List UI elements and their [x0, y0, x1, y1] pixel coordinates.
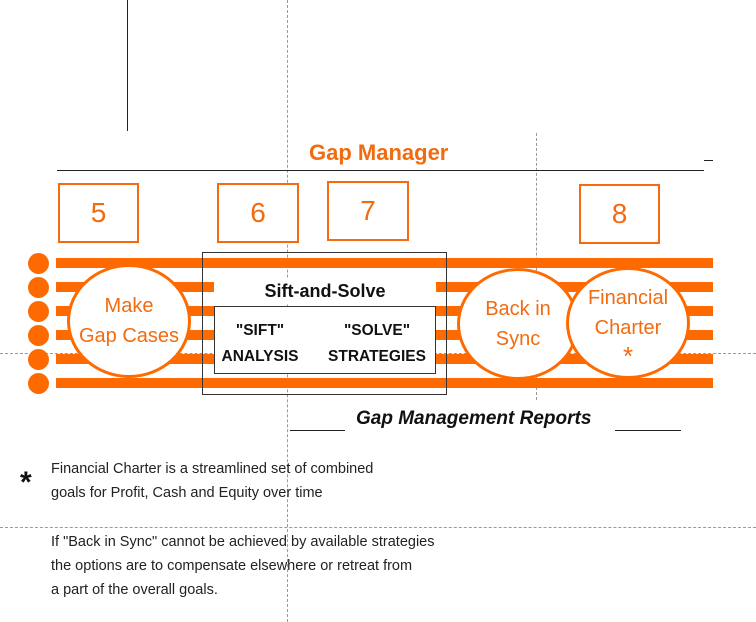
solve-label-line: STRATEGIES [328, 348, 426, 365]
asterisk-icon: * [622, 341, 634, 371]
circle-label-line: Sync [495, 328, 541, 350]
note-line: Financial Charter is a streamlined set o… [51, 461, 374, 477]
step-number-box: 7 [327, 181, 409, 241]
flow-dot [28, 253, 49, 274]
financial-charter-circle: Financial Charter * [566, 267, 690, 379]
flow-dot [28, 301, 49, 322]
sift-and-solve-heading: Sift-and-Solve [264, 281, 386, 301]
title-underline [57, 170, 704, 171]
sift-and-solve-box [202, 252, 447, 395]
circle-label-line: Back in [485, 298, 551, 320]
sift-solve-inner-box [214, 306, 436, 374]
sift-and-solve-heading-bg [214, 278, 436, 304]
financial-charter-note: Financial Charter is a streamlined set o… [51, 457, 373, 505]
top-vertical-line [127, 0, 128, 131]
solve-strategies-label: "SOLVE" STRATEGIES [322, 318, 432, 370]
solve-label-line: "SOLVE" [343, 322, 411, 339]
tick-mark [704, 160, 713, 161]
diagram-title: Gap Manager [309, 140, 449, 165]
flow-dot [28, 325, 49, 346]
reports-right-line [615, 430, 681, 431]
flow-dot [28, 349, 49, 370]
circle-label-line: Make [104, 295, 154, 317]
step-number-box: 5 [58, 183, 139, 243]
flow-stripe [56, 378, 713, 388]
circle-label-line: Charter [594, 317, 662, 339]
note-line: goals for Profit, Cash and Equity over t… [51, 485, 323, 501]
step-number-box: 8 [579, 184, 660, 244]
note-line: the options are to compensate elsewhere … [51, 558, 413, 574]
flow-dot [28, 373, 49, 394]
step-number-box: 6 [217, 183, 299, 243]
guide-line-horizontal [0, 527, 756, 528]
flow-stripe [56, 258, 713, 268]
note-line: If "Back in Sync" cannot be achieved by … [51, 534, 435, 550]
footnote-asterisk-icon: * [20, 466, 32, 499]
circle-label-line: Financial [587, 287, 669, 309]
sift-label-line: "SIFT" [235, 322, 285, 339]
note-line: a part of the overall goals. [51, 582, 218, 598]
reports-label: Gap Management Reports [356, 408, 592, 429]
reports-left-line [290, 430, 345, 431]
back-in-sync-note: If "Back in Sync" cannot be achieved by … [51, 530, 435, 602]
back-in-sync-circle: Back in Sync [457, 268, 579, 380]
sift-analysis-label: "SIFT" ANALYSIS [214, 318, 306, 370]
sift-label-line: ANALYSIS [221, 348, 299, 365]
flow-dot [28, 277, 49, 298]
make-gap-cases-circle: Make Gap Cases [67, 264, 191, 378]
circle-label-line: Gap Cases [78, 325, 180, 347]
